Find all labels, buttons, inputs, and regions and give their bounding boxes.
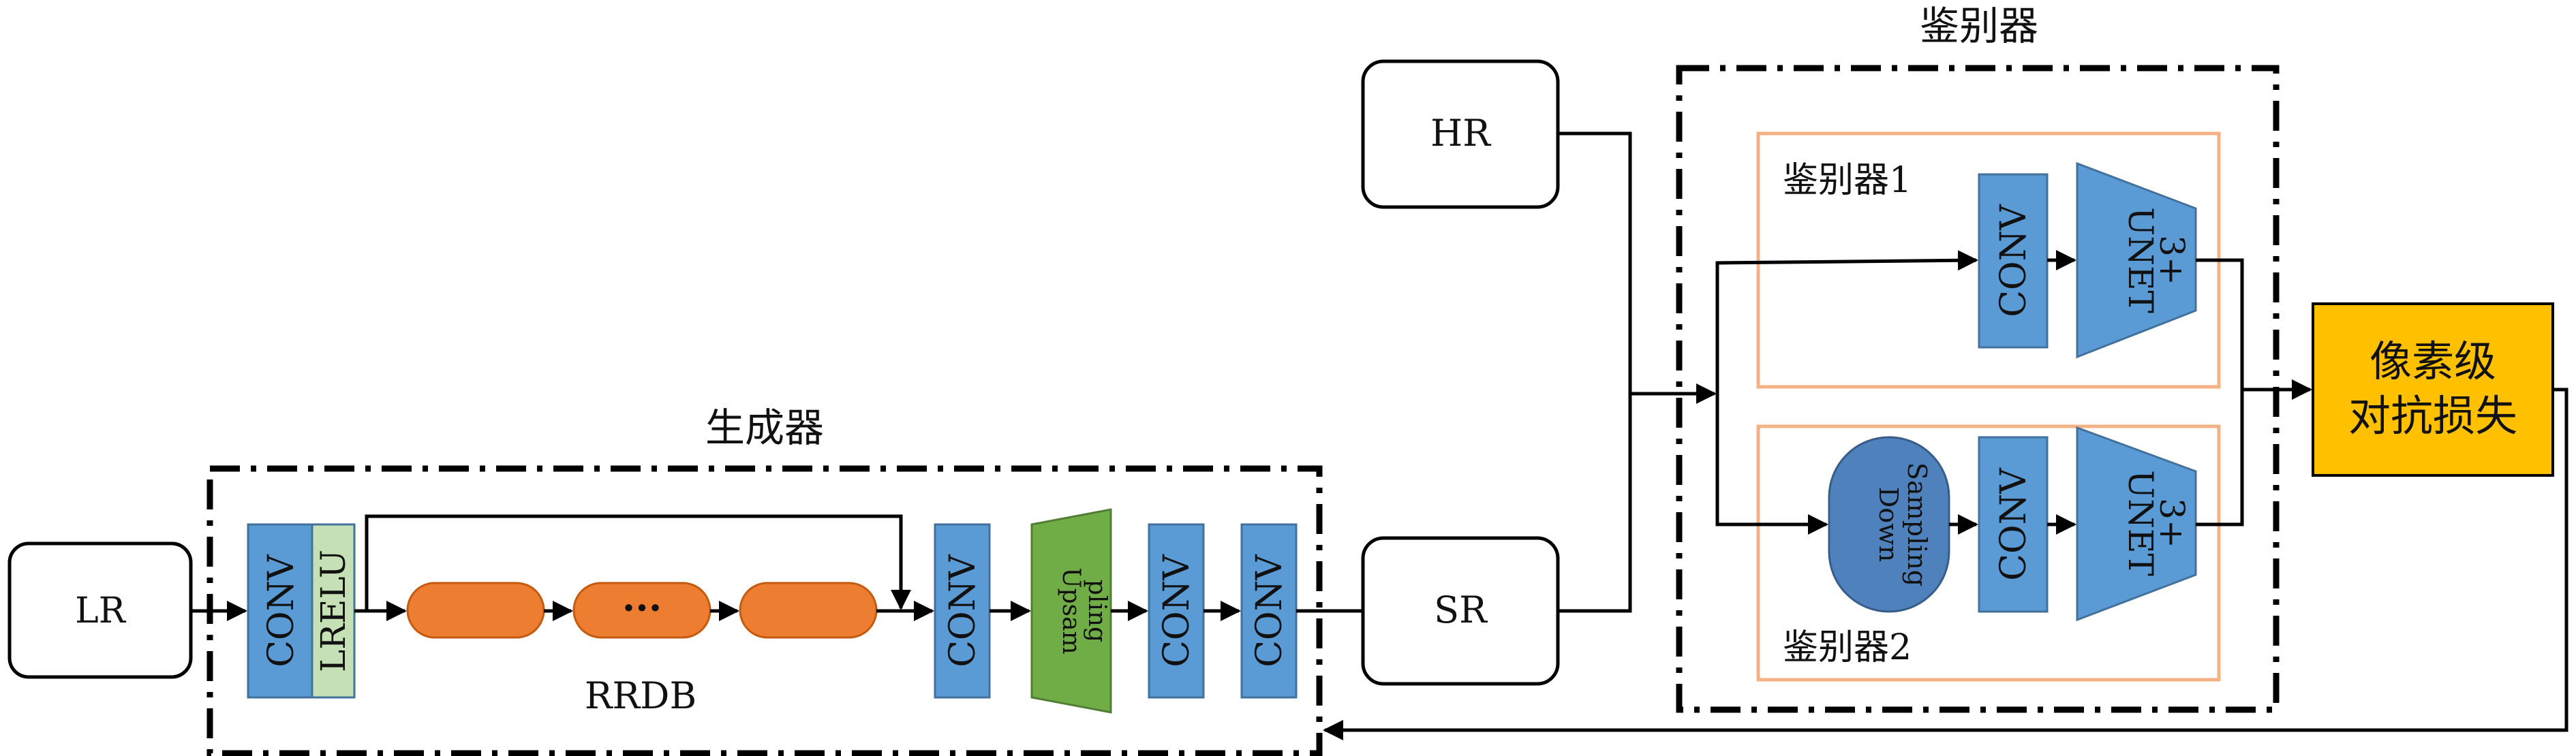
- generator-conv2-label: CONV: [942, 554, 983, 667]
- rrdb-block-3: [739, 582, 878, 639]
- discriminator1-conv-block: [1978, 173, 2049, 349]
- wire-hr-to-discriminator: [1558, 131, 1717, 404]
- pixel-adversarial-loss-box: [2312, 302, 2554, 477]
- generator-conv-block: [247, 523, 313, 699]
- discriminator-container: [1676, 65, 2280, 713]
- wire-loss-feedback-to-generator: [1323, 388, 2569, 740]
- upsampling-label-line1: Upsam: [1057, 567, 1085, 654]
- generator-conv-label: CONV: [261, 554, 302, 667]
- discriminator1-unet-block: [2076, 161, 2197, 359]
- wire-split-to-discriminator1: [1715, 250, 1978, 394]
- hr-label: HR: [1430, 112, 1491, 155]
- downsampling-label-line1: Down: [1873, 487, 1903, 562]
- discriminator2-box: [1756, 424, 2221, 682]
- wire-d1-unet-output: [2196, 258, 2244, 390]
- wire-d2-unet-output: [2196, 390, 2244, 526]
- generator-title: 生成器: [705, 405, 824, 451]
- wire-split-to-downsampling: [1715, 394, 1828, 535]
- generator-conv4-label: CONV: [1249, 554, 1290, 667]
- discriminator1-unet-line1: UNET: [2121, 207, 2160, 313]
- skip-connection-arrow: [365, 514, 911, 611]
- wire-sr-to-discriminator: [1558, 394, 1632, 613]
- lr-label: LR: [75, 590, 127, 631]
- generator-conv3-label: CONV: [1156, 554, 1197, 667]
- upsampling-block: [1030, 508, 1112, 714]
- discriminator1-title: 鉴别器1: [1783, 160, 1912, 201]
- downsampling-label-line2: Sampling: [1902, 462, 1932, 586]
- generator-lrelu-label: LRELU: [313, 550, 353, 672]
- discriminator2-unet-line2: 3+: [2152, 498, 2192, 548]
- generator-lrelu-block: [311, 523, 356, 699]
- rrdb-label: RRDB: [585, 674, 696, 717]
- discriminator2-unet-line1: UNET: [2121, 470, 2160, 576]
- discriminator1-unet-line2: 3+: [2152, 235, 2192, 285]
- discriminator2-conv-block: [1978, 436, 2049, 613]
- upsampling-label-line2: pling: [1083, 580, 1111, 642]
- loss-label-line2: 对抗损失: [2348, 391, 2517, 441]
- discriminator1-conv-label: CONV: [1993, 204, 2034, 317]
- rrdb-block-1: [406, 582, 545, 639]
- discriminator-title: 鉴别器: [1920, 3, 2038, 49]
- generator-conv2-block: [934, 523, 991, 699]
- rrdb-ellipsis: ···: [622, 586, 662, 631]
- generator-conv3-block: [1148, 523, 1205, 699]
- discriminator2-conv-label: CONV: [1993, 467, 2034, 581]
- discriminator2-title: 鉴别器2: [1783, 627, 1912, 668]
- discriminator2-unet-block: [2076, 426, 2197, 622]
- sr-label: SR: [1434, 588, 1488, 631]
- loss-label-line1: 像素级: [2370, 336, 2496, 386]
